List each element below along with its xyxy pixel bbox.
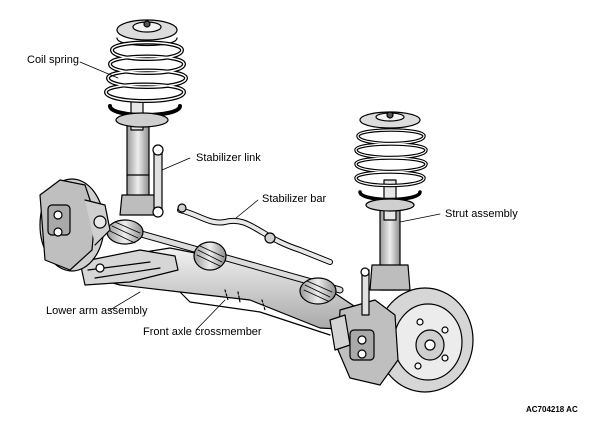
left-knuckle-brake bbox=[39, 178, 111, 272]
label-stabilizer-bar: Stabilizer bar bbox=[262, 193, 327, 205]
right-stabilizer-link bbox=[360, 267, 370, 316]
right-knuckle-caliper bbox=[329, 299, 399, 386]
stabilizer-bar bbox=[177, 203, 333, 265]
label-coil-spring: Coil spring bbox=[27, 54, 79, 66]
stabilizer-link bbox=[152, 144, 164, 218]
left-strut bbox=[119, 99, 161, 216]
right-coil-spring bbox=[354, 111, 428, 212]
label-front-axle-crossmember: Front axle crossmember bbox=[143, 326, 262, 338]
leader-lines bbox=[79, 61, 441, 331]
label-stabilizer-link: Stabilizer link bbox=[196, 152, 261, 164]
lower-arm-assembly bbox=[79, 249, 179, 286]
left-coil-spring bbox=[104, 19, 188, 128]
right-brake-disc bbox=[376, 287, 474, 393]
label-lower-arm-assembly: Lower arm assembly bbox=[46, 305, 148, 317]
label-strut-assembly: Strut assembly bbox=[445, 208, 518, 220]
figure-code: AC704218 AC bbox=[526, 405, 578, 414]
left-drive-shaft bbox=[106, 219, 344, 305]
right-strut bbox=[369, 179, 411, 291]
